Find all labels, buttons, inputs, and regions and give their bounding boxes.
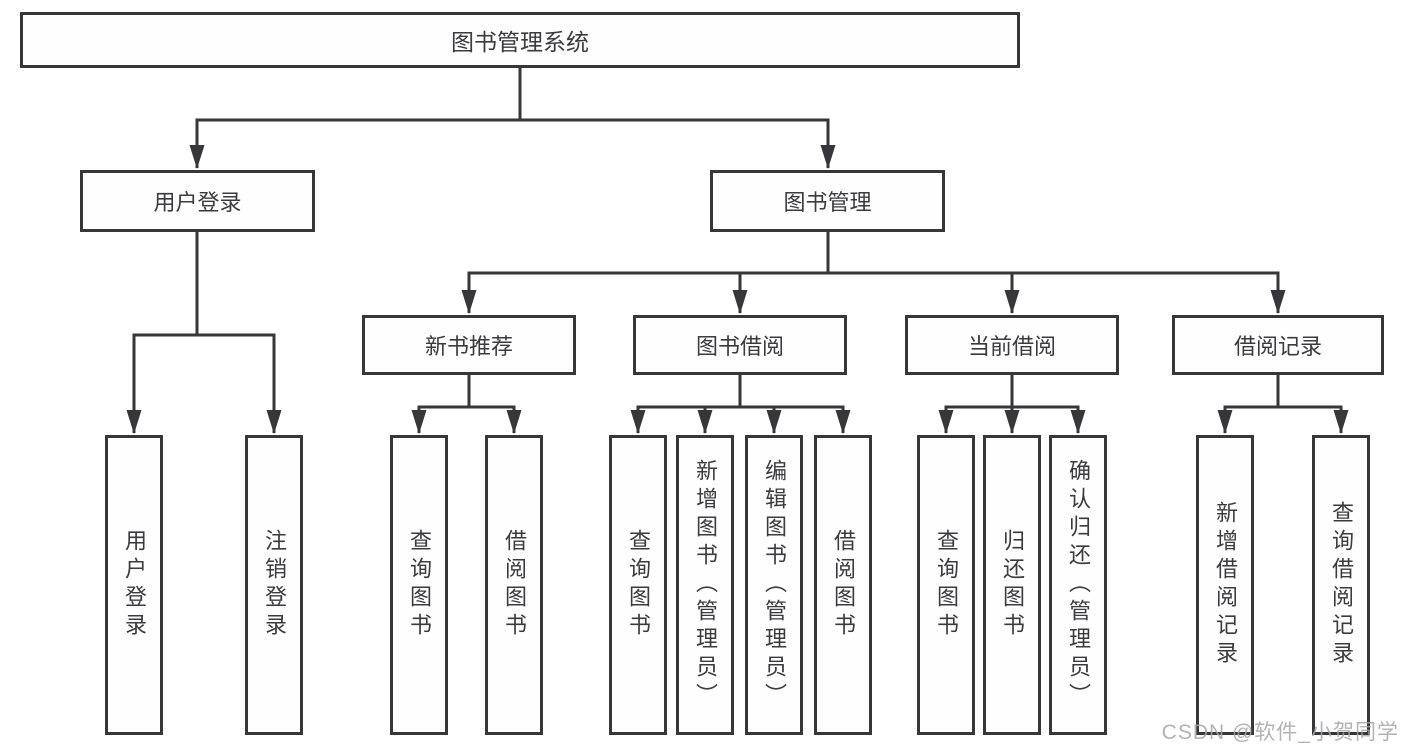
node-leaf-user-login: 用户登录 [105, 435, 163, 735]
node-label: 用户登录 [122, 529, 147, 641]
node-label: 查询图书 [407, 529, 432, 641]
node-label: 查询图书 [934, 529, 959, 641]
node-label: 新增借阅记录 [1213, 501, 1238, 669]
node-current-borrowing: 当前借阅 [905, 315, 1119, 375]
node-leaf-logout: 注销登录 [245, 435, 303, 735]
node-label: 确认归还（管理员） [1066, 459, 1091, 711]
node-leaf-add-borrow-record: 新增借阅记录 [1196, 435, 1254, 735]
node-label: 图书借阅 [695, 334, 784, 359]
node-label: 图书管理系统 [451, 29, 589, 55]
node-label: 图书管理 [783, 190, 872, 215]
node-leaf-query-books-recommend: 查询图书 [390, 435, 448, 735]
node-label: 编辑图书（管理员） [762, 459, 787, 711]
node-label: 查询图书 [626, 529, 651, 641]
node-label: 查询借阅记录 [1329, 501, 1354, 669]
node-label: 注销登录 [262, 529, 287, 641]
node-new-book-recommendation: 新书推荐 [362, 315, 576, 375]
node-label: 新增图书（管理员） [693, 459, 718, 711]
node-leaf-query-borrow-record: 查询借阅记录 [1312, 435, 1370, 735]
node-book-management: 图书管理 [710, 170, 945, 232]
node-leaf-query-books-current: 查询图书 [917, 435, 975, 735]
node-leaf-confirm-return-admin: 确认归还（管理员） [1049, 435, 1107, 735]
node-label: 借阅记录 [1233, 334, 1322, 359]
node-leaf-edit-books-admin: 编辑图书（管理员） [745, 435, 803, 735]
node-label: 当前借阅 [967, 334, 1056, 359]
node-leaf-return-books: 归还图书 [983, 435, 1041, 735]
node-borrowing-records: 借阅记录 [1172, 315, 1384, 375]
node-label: 归还图书 [1000, 529, 1025, 641]
csdn-watermark: CSDN @软件_小贺同学 [1161, 721, 1399, 744]
node-book-borrowing: 图书借阅 [633, 315, 847, 375]
node-label: 借阅图书 [831, 529, 856, 641]
node-leaf-query-books-borrow: 查询图书 [609, 435, 667, 735]
node-leaf-add-books-admin: 新增图书（管理员） [676, 435, 734, 735]
node-leaf-borrow-books-recommend: 借阅图书 [485, 435, 543, 735]
node-library-management-system: 图书管理系统 [20, 12, 1020, 68]
node-leaf-borrow-books: 借阅图书 [814, 435, 872, 735]
node-label: 新书推荐 [424, 334, 513, 359]
node-user-login: 用户登录 [80, 170, 315, 232]
node-label: 用户登录 [153, 190, 242, 215]
node-label: 借阅图书 [502, 529, 527, 641]
